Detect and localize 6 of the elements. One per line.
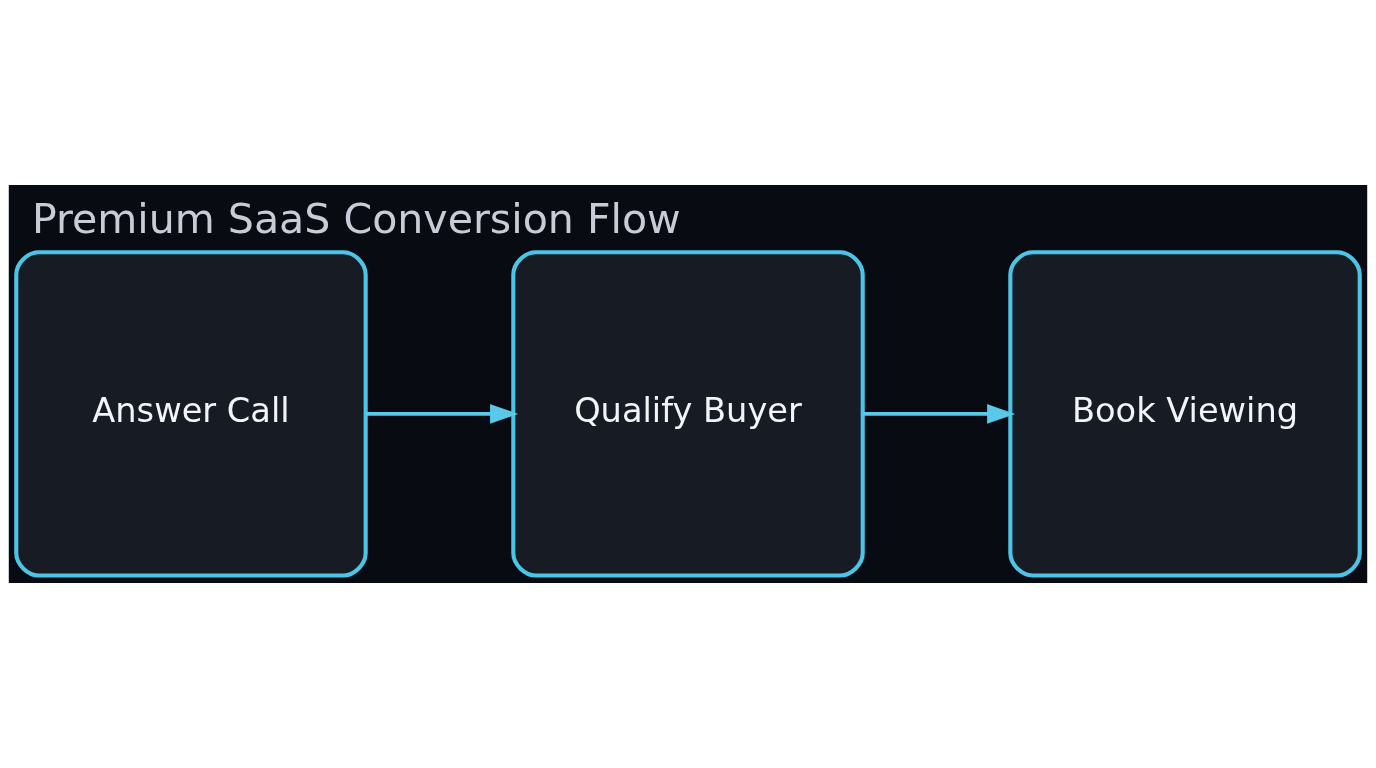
node-box: Book Viewing [1008,250,1362,578]
node-box: Qualify Buyer [511,250,865,578]
diagram-title: Premium SaaS Conversion Flow [31,194,681,243]
node-box: Answer Call [14,250,368,578]
arrow [863,404,1016,424]
arrow [366,404,519,424]
